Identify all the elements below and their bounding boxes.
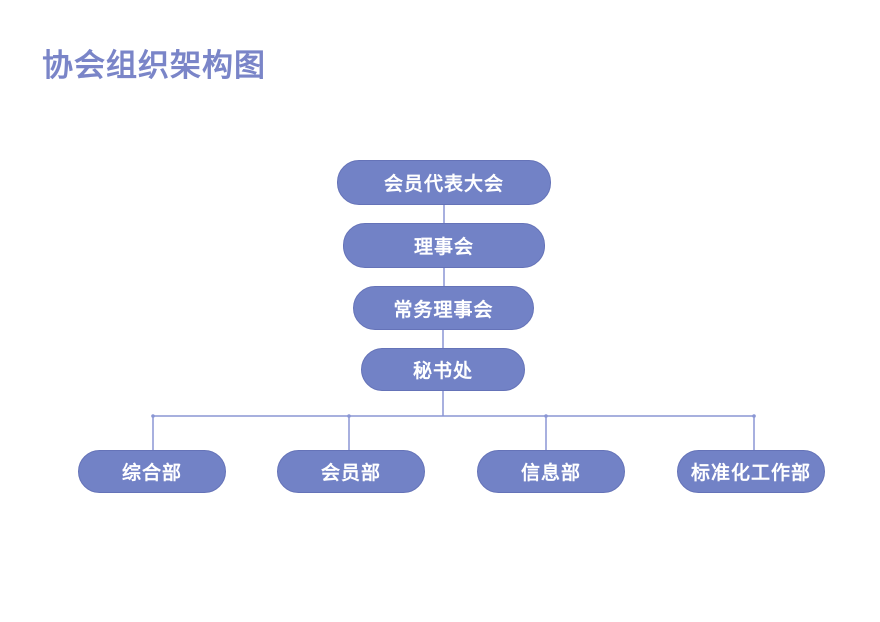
node-standardization-department: 标准化工作部 bbox=[677, 450, 825, 493]
node-member-congress: 会员代表大会 bbox=[337, 160, 551, 205]
node-information-department: 信息部 bbox=[477, 450, 625, 493]
page-title: 协会组织架构图 bbox=[42, 48, 266, 84]
node-secretariat: 秘书处 bbox=[361, 348, 525, 391]
node-council: 理事会 bbox=[343, 223, 545, 268]
node-standing-council: 常务理事会 bbox=[353, 286, 534, 330]
node-general-department: 综合部 bbox=[78, 450, 226, 493]
node-membership-department: 会员部 bbox=[277, 450, 425, 493]
